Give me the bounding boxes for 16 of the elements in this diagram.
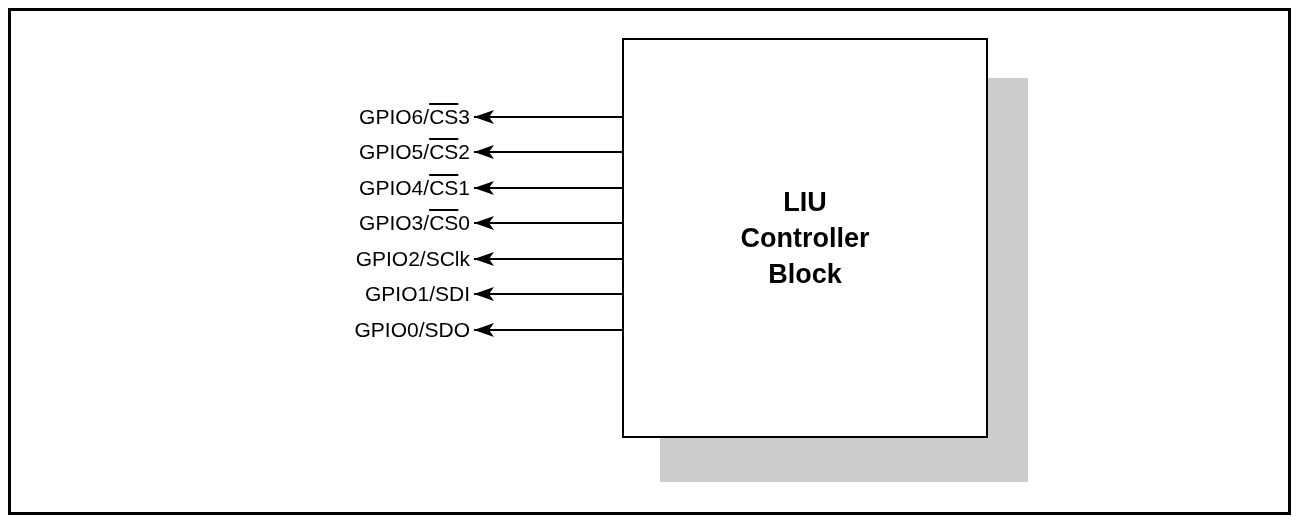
signal-label: GPIO4/CS1 [270,173,470,203]
arrow [473,181,623,195]
signal-label: GPIO2/SClk [270,244,470,274]
controller-block [622,38,988,438]
signal-label: GPIO3/CS0 [270,208,470,238]
arrow [473,110,623,124]
arrow [473,252,623,266]
signal-label: GPIO1/SDI [270,279,470,309]
arrow [473,145,623,159]
arrow [473,287,623,301]
signal-label: GPIO6/CS3 [270,102,470,132]
signal-label: GPIO0/SDO [270,315,470,345]
block-title: LIU Controller Block [739,186,871,291]
arrow [473,323,623,337]
arrow [473,216,623,230]
signal-label: GPIO5/CS2 [270,137,470,167]
